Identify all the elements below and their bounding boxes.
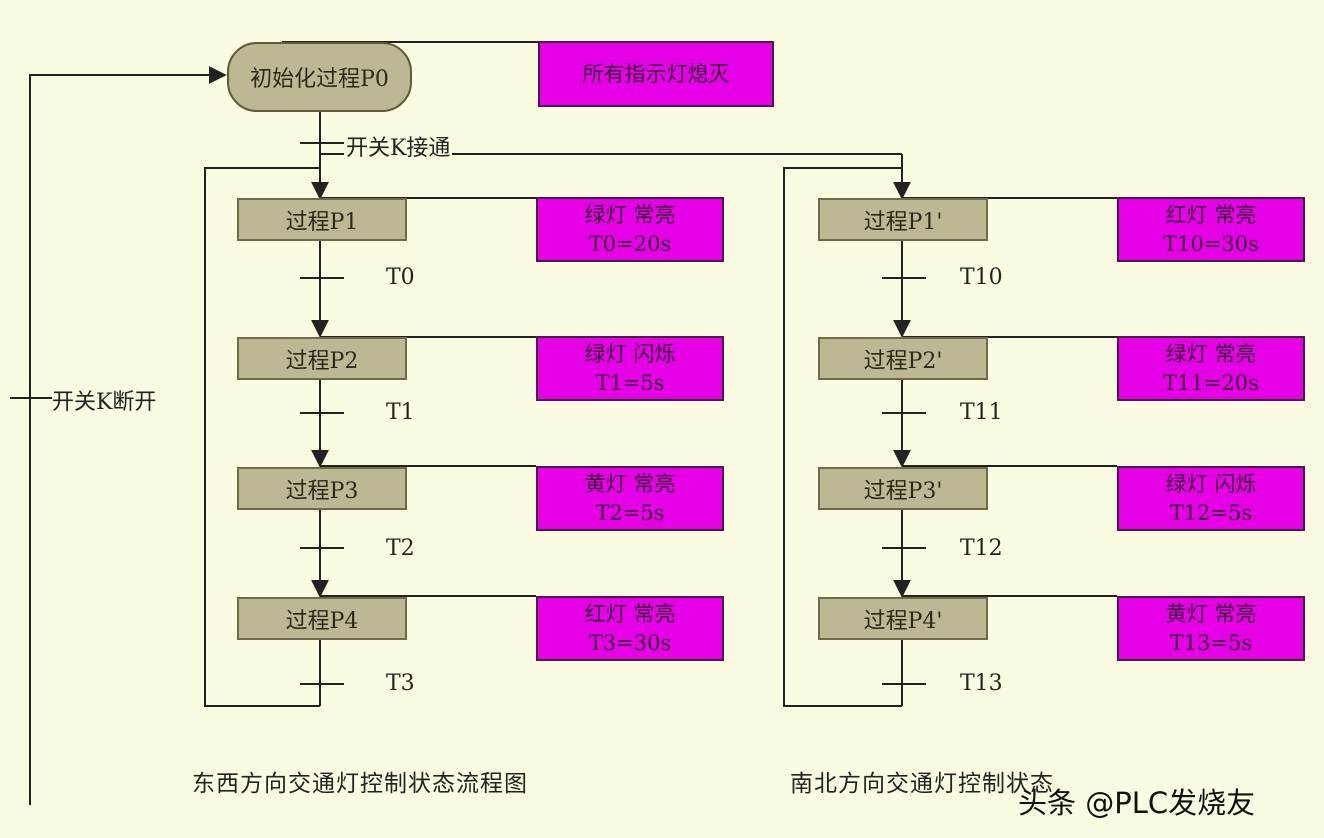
sn-step-p2: 过程P2' bbox=[818, 337, 988, 380]
sn-transition-t13: T13 bbox=[960, 671, 1003, 696]
sn-action-2: 绿灯 常亮 T11=20s bbox=[1117, 336, 1305, 401]
sn-action-1: 红灯 常亮 T10=30s bbox=[1117, 197, 1305, 262]
ew-step-p1: 过程P1 bbox=[237, 198, 407, 241]
ew-step-label: 过程P3 bbox=[285, 478, 359, 504]
ew-action-3: 黄灯 常亮 T2=5s bbox=[536, 466, 724, 531]
return-arrow-outer bbox=[29, 66, 227, 805]
loop-back-ew bbox=[204, 167, 320, 707]
ew-transition-t2: T2 bbox=[386, 536, 415, 561]
init-action-label: 所有指示灯熄灭 bbox=[582, 61, 730, 86]
ew-step-p4: 过程P4 bbox=[237, 597, 407, 640]
sn-step-p4: 过程P4' bbox=[818, 597, 988, 640]
action-timer: T2=5s bbox=[595, 500, 665, 525]
watermark: 头条 @PLC发烧友 bbox=[1018, 786, 1256, 820]
sn-step-label: 过程P3' bbox=[863, 478, 943, 504]
action-light: 黄灯 常亮 bbox=[1165, 601, 1257, 626]
action-timer: T1=5s bbox=[595, 370, 665, 395]
switch-off-label: 开关K断开 bbox=[52, 390, 157, 415]
ew-step-p2: 过程P2 bbox=[237, 337, 407, 380]
action-timer: T13=5s bbox=[1169, 630, 1253, 655]
action-timer: T0=20s bbox=[588, 231, 672, 256]
ew-action-4: 红灯 常亮 T3=30s bbox=[536, 596, 724, 661]
action-light: 红灯 常亮 bbox=[584, 601, 676, 626]
sn-step-p3: 过程P3' bbox=[818, 467, 988, 510]
sn-step-label: 过程P1' bbox=[863, 209, 943, 235]
loop-back-sn bbox=[783, 167, 902, 707]
sn-transition-t10: T10 bbox=[960, 265, 1003, 290]
action-timer: T11=20s bbox=[1163, 370, 1259, 395]
action-light: 绿灯 常亮 bbox=[584, 202, 676, 227]
ew-step-label: 过程P2 bbox=[285, 348, 359, 374]
action-light: 绿灯 闪烁 bbox=[1165, 471, 1257, 496]
action-light: 绿灯 常亮 bbox=[1165, 341, 1257, 366]
ew-transition-t1: T1 bbox=[386, 400, 415, 425]
sn-step-label: 过程P4' bbox=[863, 608, 943, 634]
switch-on-label: 开关K接通 bbox=[344, 130, 453, 162]
init-action: 所有指示灯熄灭 bbox=[538, 41, 774, 107]
ew-step-p3: 过程P3 bbox=[237, 467, 407, 510]
sn-transition-t11: T11 bbox=[960, 400, 1003, 425]
sn-caption: 南北方向交通灯控制状态 bbox=[790, 771, 1054, 797]
sn-action-3: 绿灯 闪烁 T12=5s bbox=[1117, 466, 1305, 531]
sn-step-label: 过程P2' bbox=[863, 348, 943, 374]
ew-transition-t0: T0 bbox=[386, 265, 415, 290]
action-timer: T12=5s bbox=[1169, 500, 1253, 525]
action-timer: T10=30s bbox=[1163, 231, 1259, 256]
action-light: 红灯 常亮 bbox=[1165, 202, 1257, 227]
sn-action-4: 黄灯 常亮 T13=5s bbox=[1117, 596, 1305, 661]
action-light: 绿灯 闪烁 bbox=[584, 341, 676, 366]
ew-transition-t3: T3 bbox=[386, 671, 415, 696]
init-step-p0: 初始化过程P0 bbox=[227, 42, 412, 112]
ew-action-2: 绿灯 闪烁 T1=5s bbox=[536, 336, 724, 401]
ew-step-label: 过程P1 bbox=[285, 209, 359, 235]
ew-action-1: 绿灯 常亮 T0=20s bbox=[536, 197, 724, 262]
ew-caption: 东西方向交通灯控制状态流程图 bbox=[192, 771, 528, 797]
action-timer: T3=30s bbox=[588, 630, 672, 655]
init-step-label: 初始化过程P0 bbox=[250, 67, 389, 92]
ew-step-label: 过程P4 bbox=[285, 608, 359, 634]
sn-transition-t12: T12 bbox=[960, 536, 1003, 561]
action-light: 黄灯 常亮 bbox=[584, 471, 676, 496]
sn-step-p1: 过程P1' bbox=[818, 198, 988, 241]
